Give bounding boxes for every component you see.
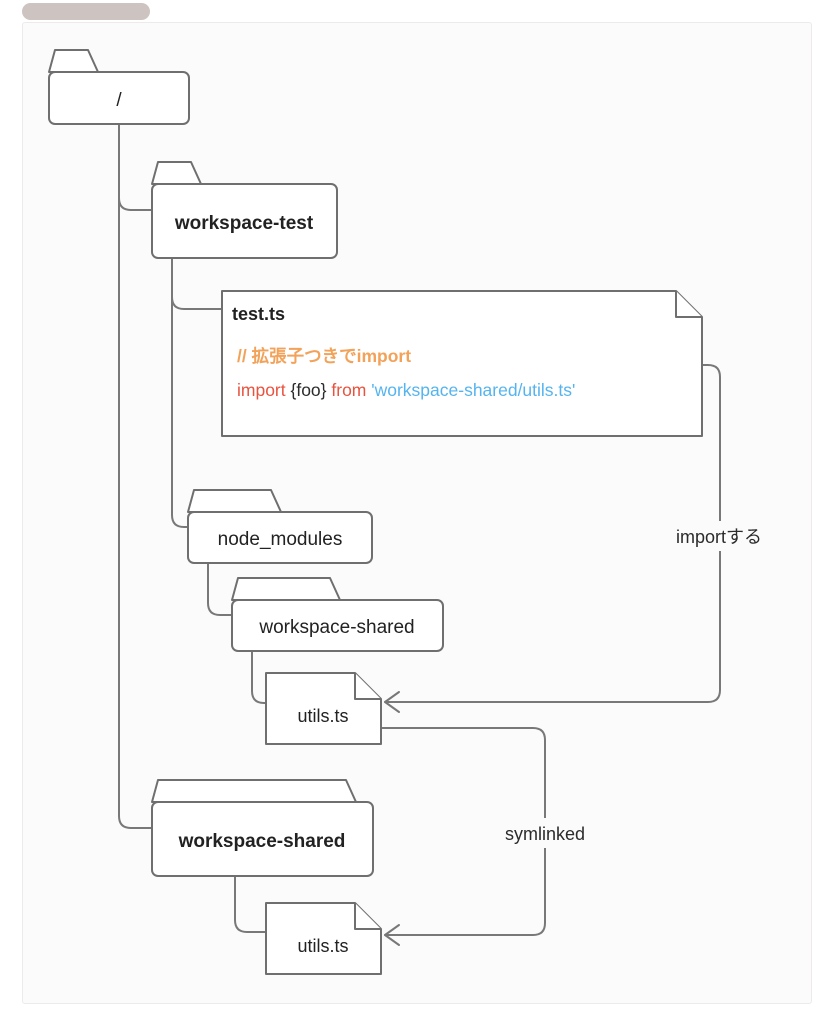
node-test-ts-label: test.ts (232, 304, 285, 324)
file-fold-corner-icon (354, 673, 381, 700)
edge-root-shared-to-utils (234, 875, 267, 933)
folder-body (151, 801, 374, 877)
code-comment-line: // 拡張子つきでimport (237, 346, 411, 366)
edge-node-modules-to-workspace-shared (207, 562, 233, 616)
file-icon (265, 672, 382, 745)
folder-body (187, 511, 373, 564)
node-root-utils-ts-label: utils.ts (297, 936, 348, 956)
edge-workspace-test-to-node-modules (171, 257, 189, 528)
node-root-folder[interactable]: / (48, 49, 190, 125)
symlink-label-backdrop (490, 818, 600, 848)
file-icon (265, 902, 382, 975)
node-nm-workspace-shared-folder[interactable]: workspace-shared (231, 577, 444, 652)
file-fold-corner-icon (675, 291, 702, 318)
node-workspace-test-folder[interactable]: workspace-test (151, 161, 338, 259)
node-node-modules-folder[interactable]: node_modules (187, 489, 373, 564)
file-fold-corner-icon (354, 903, 381, 930)
code-token-import: import (237, 380, 286, 400)
code-token-from: from (331, 380, 366, 400)
folder-icon (187, 489, 282, 513)
node-nm-utils-ts-label: utils.ts (297, 706, 348, 726)
folder-icon (48, 49, 99, 73)
file-icon (221, 290, 703, 437)
node-nm-workspace-shared-label: workspace-shared (258, 617, 414, 638)
symlink-arrowhead-icon (384, 924, 400, 946)
edge-nm-shared-to-utils (251, 650, 267, 704)
node-root-workspace-shared-folder[interactable]: workspace-shared (151, 779, 374, 877)
folder-icon (231, 577, 341, 601)
import-arrowhead-icon (384, 691, 400, 713)
folder-body (231, 599, 444, 652)
edge-root-to-workspace-shared (118, 123, 153, 829)
node-workspace-test-label: workspace-test (174, 213, 314, 234)
folder-body (48, 71, 190, 125)
node-root-utils-ts-file[interactable]: utils.ts (265, 902, 382, 975)
edge-label-symlink: symlinked (505, 824, 585, 844)
folder-icon (151, 779, 357, 803)
node-nm-utils-ts-file[interactable]: utils.ts (265, 672, 382, 745)
node-test-ts-file[interactable]: test.ts // 拡張子つきでimport import {foo} fro… (221, 290, 703, 437)
import-label-backdrop (660, 521, 778, 551)
node-root-workspace-shared-label: workspace-shared (178, 831, 346, 852)
code-token-module-path: 'workspace-shared/utils.ts' (371, 380, 575, 400)
edge-workspace-test-to-test-ts (171, 257, 223, 310)
edge-root-to-workspace-test (118, 123, 153, 211)
folder-icon (151, 161, 202, 185)
window-title-pill (22, 3, 150, 20)
edge-label-import: importする (676, 527, 762, 547)
folder-body (151, 183, 338, 259)
node-node-modules-label: node_modules (218, 529, 343, 550)
code-import-line: import {foo} from 'workspace-shared/util… (237, 380, 575, 400)
code-token-binding: {foo} (286, 380, 332, 400)
node-root-label: / (116, 90, 122, 111)
